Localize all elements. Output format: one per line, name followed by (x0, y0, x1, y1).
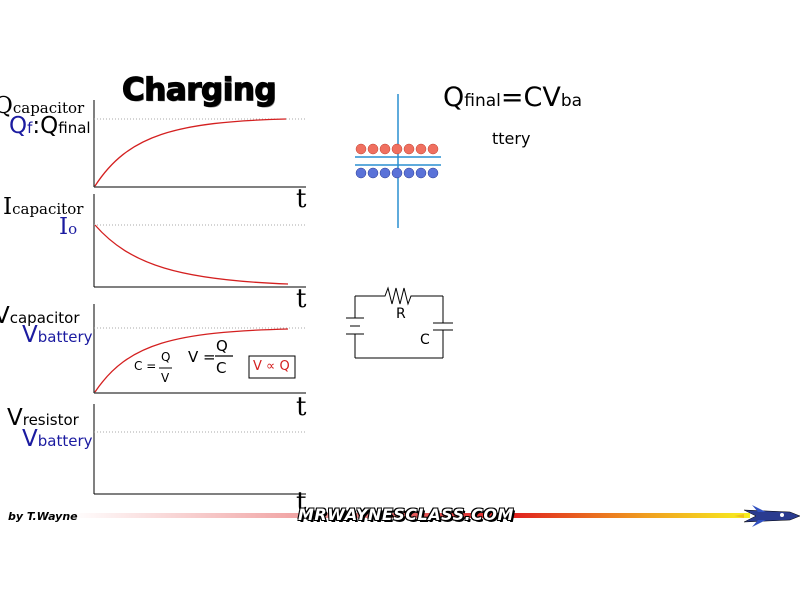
voltage-formula-num: Q (216, 337, 228, 355)
graph-vcap-value-label: Vbattery (22, 322, 93, 348)
graph-vres-value-label: Vbattery (22, 426, 93, 452)
equation-sub-final: final (464, 91, 501, 111)
graph-charge-xlabel: t (296, 184, 307, 214)
graph-vcap-curve (94, 328, 289, 393)
negative-charge (355, 167, 367, 179)
resistor-symbol (355, 286, 443, 306)
rocket-icon (734, 505, 800, 527)
graph-vcap-ylabel: Vcapacitor (0, 303, 80, 329)
graph-vcap-xlabel: t (296, 392, 307, 422)
negative-charge (391, 167, 403, 179)
resistor-label: R (396, 306, 406, 322)
graph-charge (93, 100, 306, 188)
capacitance-formula-den: V (161, 371, 170, 385)
graph-voltage-capacitor (93, 304, 306, 394)
proportional-label: V ∝ Q (253, 359, 290, 374)
graph-voltage-resistor (93, 404, 306, 495)
negative-charge (403, 167, 415, 179)
positive-charge (367, 143, 379, 155)
graph-vres-xlabel: t (296, 487, 307, 517)
positive-charge (391, 143, 403, 155)
page-title: Charging (121, 71, 277, 108)
footer-stripe (70, 513, 750, 518)
graph-charge-value-label: Qf:Qfinal (9, 113, 91, 139)
positive-charge (415, 143, 427, 155)
final-charge-equation: Qfinal=CVba (443, 82, 583, 113)
proportional-box (248, 355, 296, 379)
positive-charge (427, 143, 439, 155)
positive-charges (355, 143, 439, 155)
equation-continuation: ttery (492, 129, 531, 148)
graph-charge-curve (94, 118, 287, 187)
rc-circuit (346, 286, 453, 359)
voltage-formula-den: C (216, 359, 227, 377)
graph-charge-ylabel: Qcapacitor (0, 93, 85, 119)
graph-current-ylabel: Icapacitor (3, 194, 84, 220)
negative-charge (427, 167, 439, 179)
capacitor-label: C (420, 332, 430, 348)
voltage-formula-lhs: V = (188, 348, 216, 366)
graph-current-xlabel: t (296, 284, 307, 314)
positive-charge (355, 143, 367, 155)
positive-charge (379, 143, 391, 155)
graph-current (93, 194, 306, 288)
brand-logo-text: MRWAYNESCLASS.COM (298, 505, 514, 524)
capacitance-formula-num: Q (161, 350, 171, 364)
negative-charge (415, 167, 427, 179)
graph-current-curve (94, 224, 289, 285)
capacitor-plates-diagram (355, 94, 441, 228)
negative-charge (379, 167, 391, 179)
negative-charges (355, 167, 439, 179)
capacitance-formula-lhs: C = (134, 359, 157, 373)
graph-current-value-label: Io (59, 214, 78, 240)
positive-charge (403, 143, 415, 155)
author-byline: by T.Wayne (8, 510, 78, 523)
negative-charge (367, 167, 379, 179)
equation-sub-battery: ba (560, 91, 583, 111)
graph-vres-ylabel: Vresistor (7, 405, 79, 431)
